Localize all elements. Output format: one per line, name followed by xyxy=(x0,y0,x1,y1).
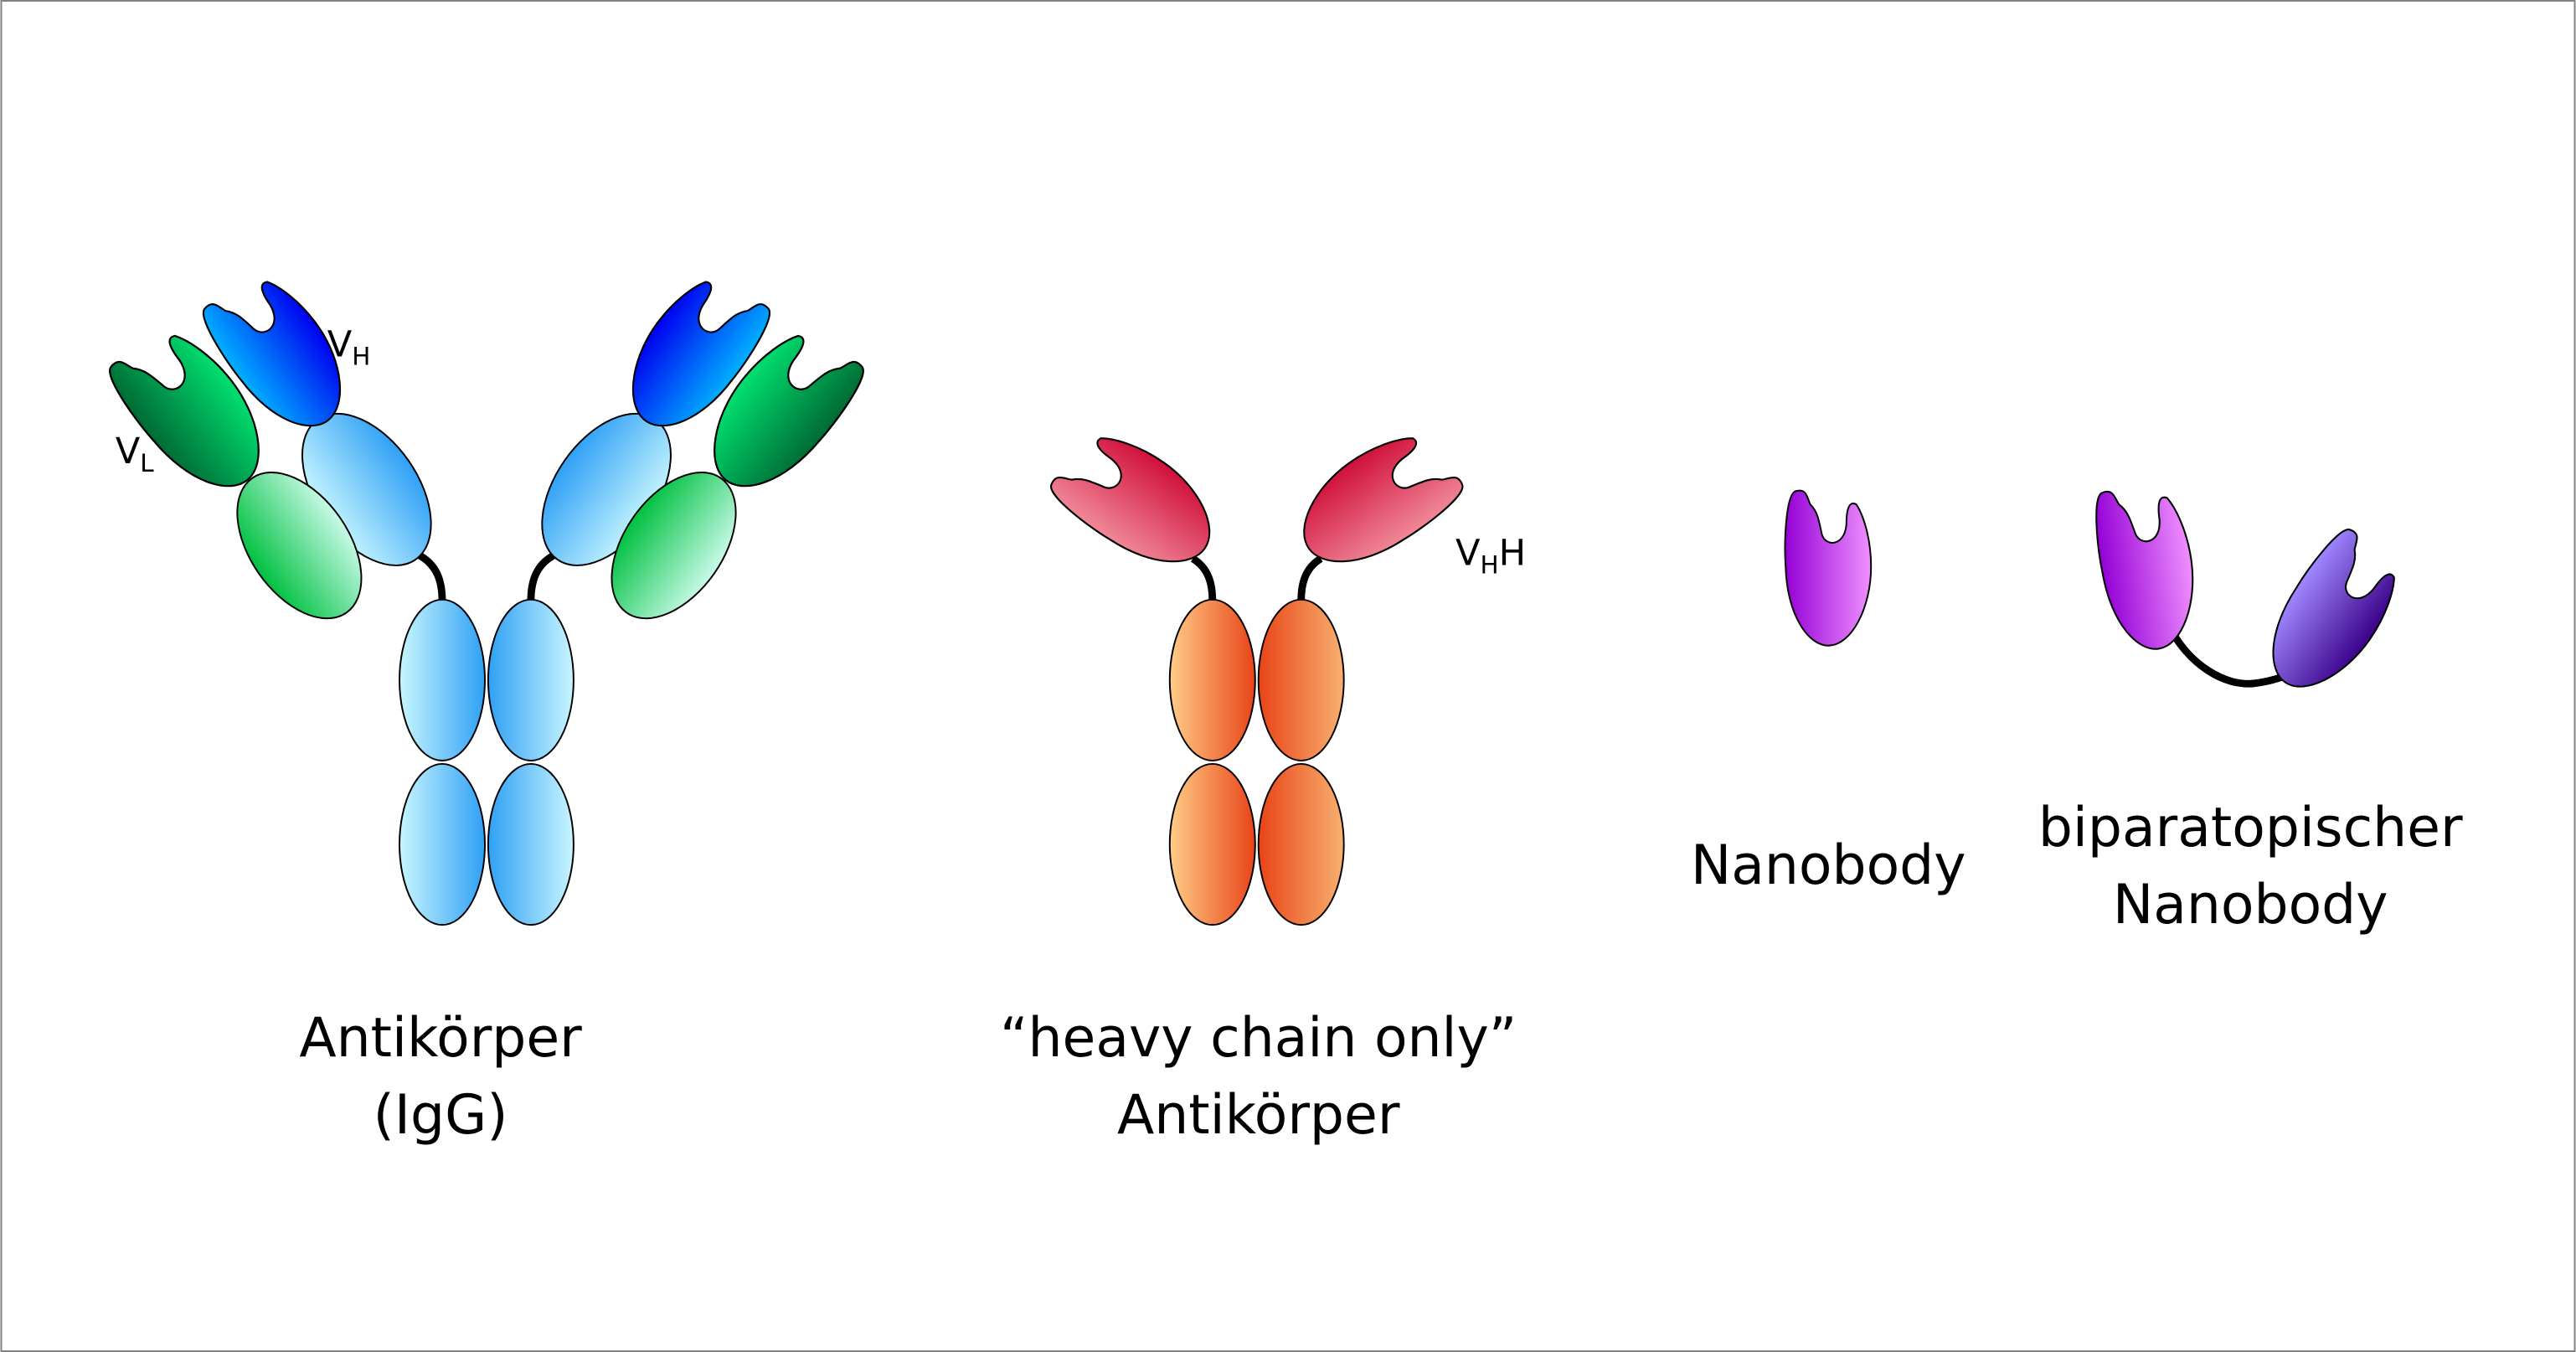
vh-label: VH xyxy=(327,324,371,371)
igg-cl-right xyxy=(611,471,737,620)
hcab-caption-line2: Antikörper xyxy=(1117,1084,1400,1147)
biparatopic-caption-line1: biparatopischer xyxy=(2038,797,2463,859)
igg-hinge-right xyxy=(527,551,556,601)
igg-caption-line1: Antikörper xyxy=(299,1007,582,1070)
vl-label: VL xyxy=(116,431,155,477)
igg-ch2-right xyxy=(487,598,574,761)
hcab-ch2-right xyxy=(1257,598,1345,761)
igg-cl-left xyxy=(236,471,363,620)
hcab-ch3-right xyxy=(1257,762,1345,926)
hcab-ch3-left xyxy=(1168,762,1256,926)
igg-hinge-left xyxy=(417,551,446,601)
igg-antibody: VH VL xyxy=(100,260,873,926)
biparatopic-nanobody xyxy=(2089,480,2416,710)
hcab-hinge-left xyxy=(1190,555,1217,601)
igg-ch2-left xyxy=(399,598,486,761)
vhh-label: VHH xyxy=(1455,533,1526,580)
nanobody-caption: Nanobody xyxy=(1691,834,1966,897)
hcab-ch2-left xyxy=(1168,598,1256,761)
hcab-antibody: VHH xyxy=(1043,415,1526,926)
biparatopic-caption-line2: Nanobody xyxy=(2113,874,2388,937)
igg-ch3-right xyxy=(487,762,574,926)
igg-ch3-left xyxy=(399,762,486,926)
hcab-caption-line1: “heavy chain only” xyxy=(1000,1007,1517,1070)
hcab-hinge-right xyxy=(1297,555,1323,601)
igg-caption-line2: (IgG) xyxy=(374,1084,508,1147)
